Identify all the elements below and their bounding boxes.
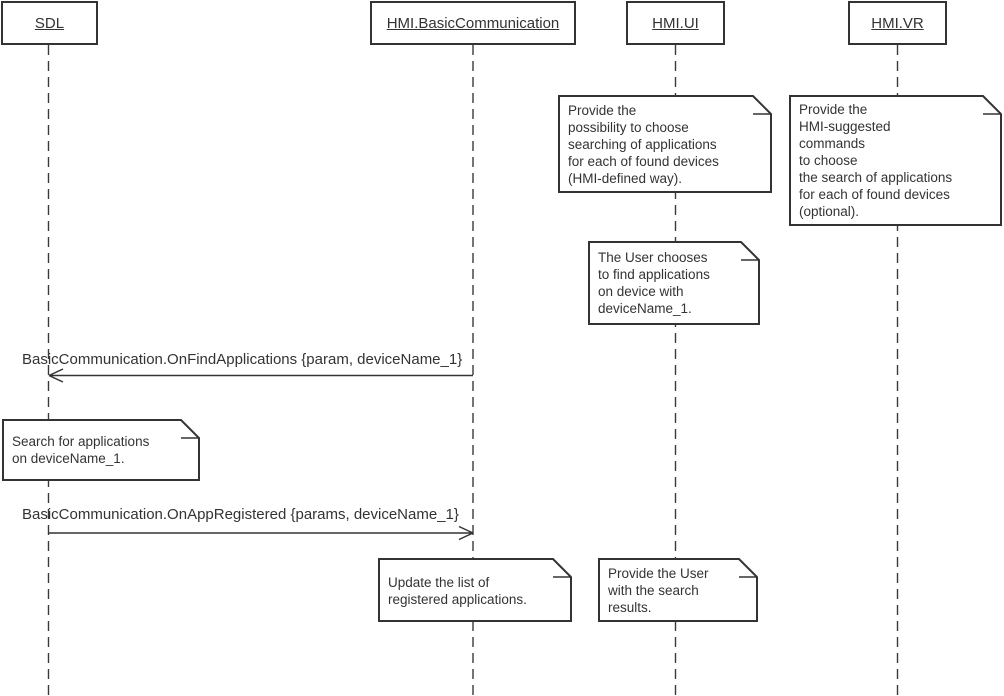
note-text-provide-search-results: Provide the User with the search results… (608, 566, 709, 615)
note-text-update-list: Update the list of registered applicatio… (388, 574, 527, 607)
note-text-hmi-suggested-commands: Provide the HMI-suggested commands to ch… (799, 102, 953, 219)
note-text-user-chooses: The User chooses to find applications on… (598, 250, 710, 316)
note-shape-update-list (378, 558, 572, 622)
note-text-provide-possibility: Provide the possibility to choose search… (568, 102, 719, 186)
participant-hmi-ui: HMI.UI (626, 1, 725, 45)
note-shape-provide-search-results (598, 558, 758, 622)
note-shape-provide-possibility (558, 95, 772, 193)
participant-hmi-vr: HMI.VR (848, 1, 947, 45)
note-shape-search-for-applications (2, 419, 200, 481)
message-label-onappregistered: BasicCommunication.OnAppRegistered {para… (22, 506, 459, 523)
note-shape-user-chooses (588, 241, 760, 325)
message-arrow-onfindapplications (48, 368, 473, 383)
participant-hmi-basiccommunication: HMI.BasicCommunication (370, 1, 576, 45)
message-arrow-onappregistered (49, 525, 474, 541)
message-label-onfindapplications: BasicCommunication.OnFindApplications {p… (22, 351, 463, 368)
participant-label: HMI.VR (871, 14, 924, 32)
participant-sdl: SDL (1, 1, 98, 45)
note-shape-hmi-suggested-commands (789, 95, 1002, 226)
note-text-search-for-applications: Search for applications on deviceName_1. (12, 434, 150, 466)
participant-label: SDL (34, 14, 65, 32)
participant-label: HMI.UI (652, 14, 699, 32)
participant-label: HMI.BasicCommunication (386, 14, 560, 32)
